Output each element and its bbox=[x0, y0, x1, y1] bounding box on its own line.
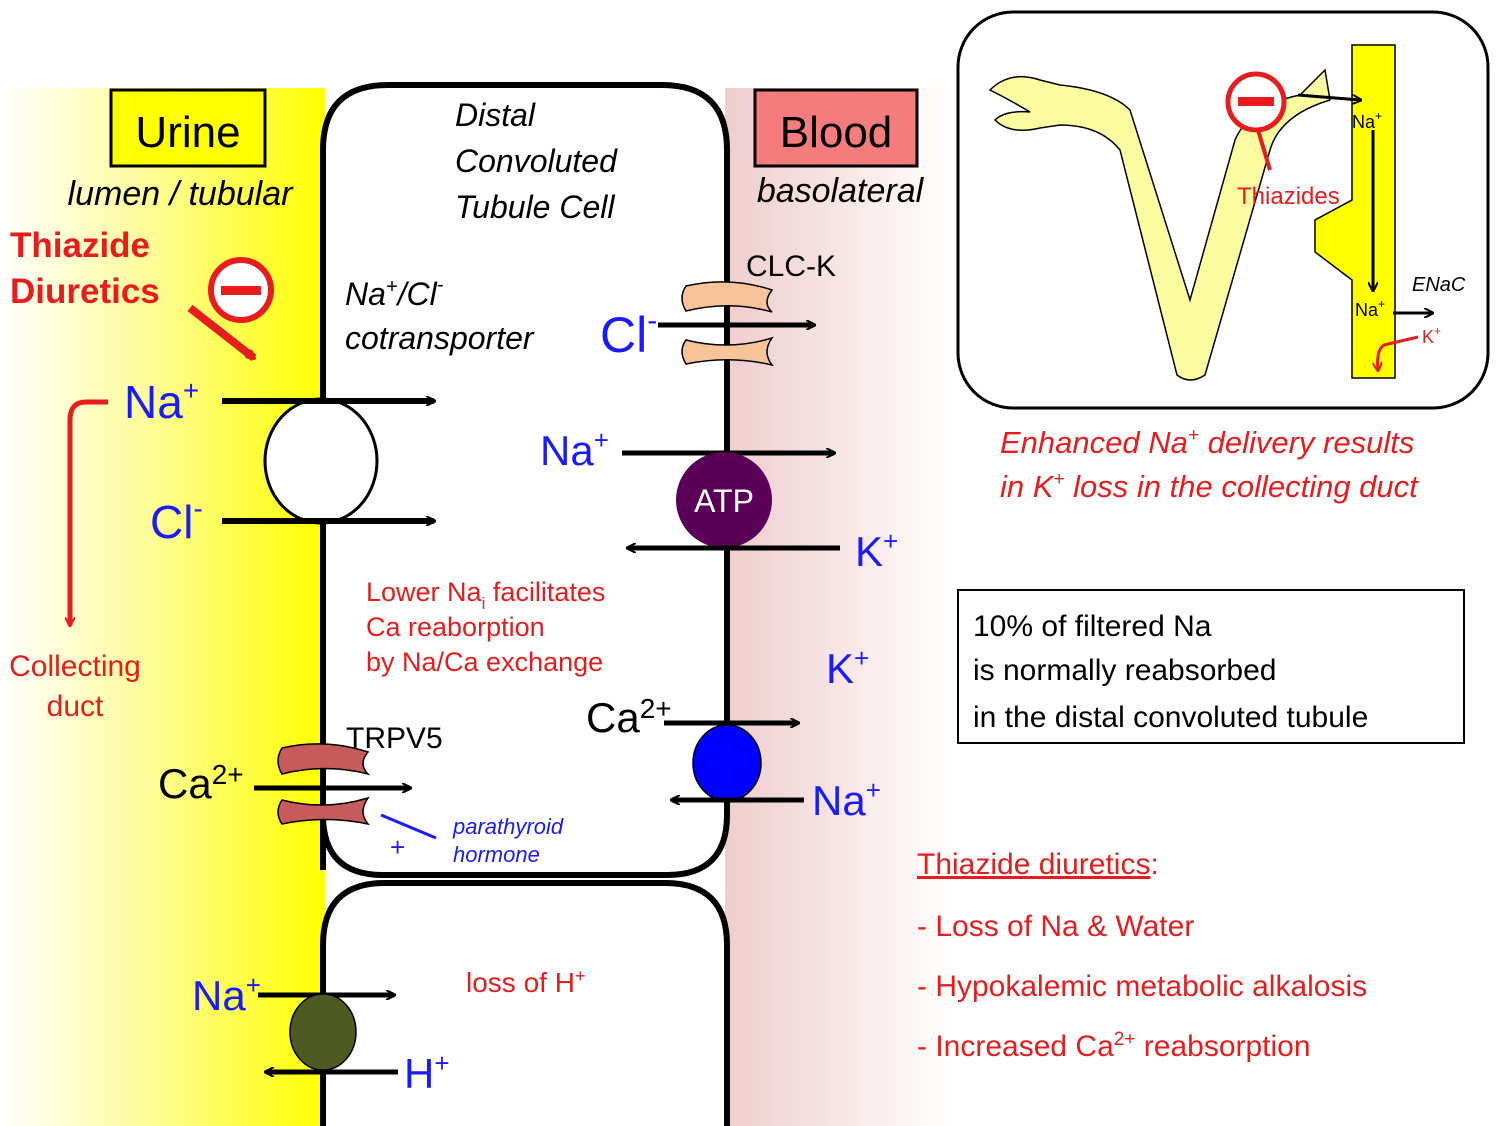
summary-item3: - Increased Ca2+ reabsorption bbox=[917, 1029, 1311, 1063]
exchange-k-label: K+ bbox=[826, 643, 869, 692]
urine-label-box bbox=[109, 88, 267, 168]
inset-caption-line1: Enhanced Na+ delivery results bbox=[1000, 425, 1414, 460]
channel-cl-label: Cl- bbox=[600, 304, 657, 363]
lower-cell bbox=[320, 880, 730, 1126]
nephron-tubule bbox=[988, 68, 1331, 381]
info-line1: 10% of filtered Na bbox=[973, 610, 1212, 643]
atp-pump bbox=[676, 452, 772, 548]
cotransporter-label-line1: Na+/Cl- bbox=[345, 274, 444, 312]
pump-na-label: Na+ bbox=[540, 425, 609, 474]
collecting-duct-arrow bbox=[70, 399, 108, 625]
atp-label: ATP bbox=[694, 483, 754, 519]
thiazide-arrow bbox=[187, 304, 254, 362]
exchange-ca-label: Ca2+ bbox=[586, 693, 672, 741]
pth-label-line1: parathyroid bbox=[452, 814, 564, 839]
blood-zone bbox=[725, 88, 955, 1126]
collecting-duct-shape bbox=[1314, 44, 1396, 379]
trpv5-channel bbox=[277, 743, 371, 826]
lower-na-note-line3: by Na/Ca exchange bbox=[366, 647, 603, 677]
info-box bbox=[957, 589, 1465, 744]
cell-title-line2: Convoluted bbox=[455, 143, 618, 179]
lumen-na-label: Na+ bbox=[124, 375, 199, 428]
summary-item1: - Loss of Na & Water bbox=[917, 910, 1194, 943]
blood-label-box bbox=[753, 88, 919, 168]
summary-item2: - Hypokalemic metabolic alkalosis bbox=[917, 970, 1367, 1003]
inset-thiazides-label: Thiazides bbox=[1237, 183, 1340, 210]
pth-label-line2: hormone bbox=[453, 842, 540, 867]
inset-na-bottom-label: Na+ bbox=[1355, 297, 1385, 320]
na-ca-exchanger bbox=[692, 724, 762, 802]
cell-title-line1: Distal bbox=[455, 97, 536, 133]
thiazide-label-line1: Thiazide bbox=[10, 226, 150, 265]
lower-na-note-line1: Lower Nai facilitates bbox=[366, 577, 605, 613]
lumen-na2-label: Na+ bbox=[192, 970, 261, 1019]
info-line2: is normally reabsorbed bbox=[973, 654, 1276, 687]
thiazide-label-line2: Diuretics bbox=[10, 272, 160, 311]
lumen-ca-label: Ca2+ bbox=[158, 759, 244, 807]
inset-k-label: K+ bbox=[1422, 324, 1441, 347]
pth-arrow bbox=[380, 813, 437, 840]
lower-na-note-line2: Ca reaborption bbox=[366, 612, 545, 642]
inset-caption-line2: in K+ loss in the collecting duct bbox=[1000, 469, 1419, 504]
info-line3: in the distal convoluted tubule bbox=[973, 701, 1368, 734]
pth-plus: + bbox=[390, 832, 405, 862]
inset-enac-label: ENaC bbox=[1412, 274, 1466, 296]
clck-label: CLC-K bbox=[746, 250, 836, 283]
inset-inhibit-icon bbox=[1225, 71, 1287, 133]
inset-na-top-arrow bbox=[1297, 93, 1360, 100]
cotransporter-label-line2: cotransporter bbox=[345, 320, 535, 356]
clck-channel bbox=[681, 281, 774, 367]
lumen-cl-label: Cl- bbox=[150, 493, 203, 548]
urine-zone bbox=[0, 88, 325, 1126]
thiazide-inhibit-icon bbox=[208, 257, 274, 323]
inset-k-arrow bbox=[1378, 335, 1419, 370]
h-label: H+ bbox=[404, 1048, 450, 1097]
cell-title-line3: Tubule Cell bbox=[455, 189, 615, 225]
pump-k-label: K+ bbox=[855, 526, 898, 575]
urine-sublabel: lumen / tubular bbox=[68, 175, 295, 213]
nacl-cotransporter bbox=[263, 397, 379, 525]
blood-label: Blood bbox=[780, 108, 893, 157]
inset-na-top-label: Na+ bbox=[1352, 109, 1382, 132]
exchange-na-label: Na+ bbox=[812, 775, 881, 824]
summary-heading: Thiazide diuretics: bbox=[917, 848, 1159, 881]
urine-label: Urine bbox=[135, 108, 240, 157]
blood-sublabel: basolateral bbox=[757, 172, 925, 210]
collecting-duct-line1: Collecting bbox=[9, 650, 141, 683]
inset-inhibit-stem bbox=[1256, 129, 1272, 171]
loss-h-note: loss of H+ bbox=[466, 966, 585, 998]
collecting-duct-line2: duct bbox=[47, 690, 104, 723]
na-h-exchanger bbox=[289, 993, 357, 1071]
